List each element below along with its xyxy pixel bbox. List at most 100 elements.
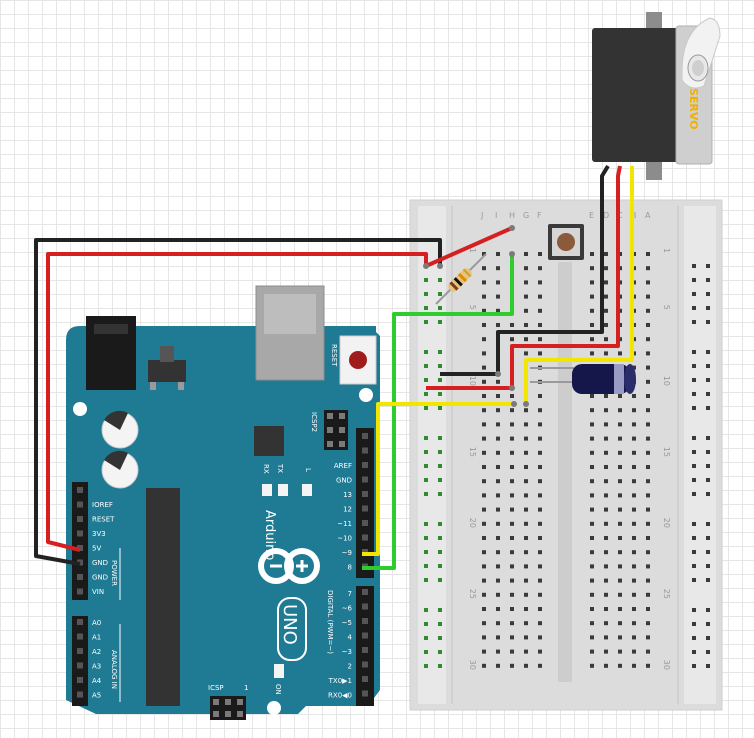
breadboard-hole [646, 365, 650, 370]
breadboard-hole [496, 578, 500, 583]
usb-controller-chip [254, 426, 284, 456]
pin-label: 8 [348, 564, 352, 572]
header-socket[interactable] [362, 462, 368, 468]
breadboard-hole [604, 252, 608, 256]
brand-name: Arduino [262, 510, 277, 560]
servo-label: SERVO [687, 88, 700, 130]
header-socket[interactable] [362, 476, 368, 483]
digital-label: DIGITAL (PWM=~) [326, 590, 334, 654]
header-socket[interactable] [77, 530, 83, 537]
header-socket[interactable] [77, 691, 83, 698]
rail-hole [706, 522, 710, 526]
breadboard-hole [524, 465, 528, 469]
rail-hole [424, 578, 428, 582]
header-socket[interactable] [362, 447, 368, 454]
header-socket[interactable] [362, 661, 368, 668]
icsp-pin [327, 413, 333, 419]
servo-motor: SERVO [592, 12, 721, 180]
rail-hole [424, 364, 428, 368]
pin-label: VIN [92, 588, 104, 596]
breadboard-hole [482, 550, 486, 555]
breadboard-hole [482, 479, 486, 484]
breadboard-hole [590, 422, 594, 427]
rail-hole [424, 306, 428, 310]
breadboard-hole [632, 578, 636, 583]
header-socket[interactable] [362, 676, 368, 682]
rail-hole [424, 492, 428, 496]
breadboard-power-rail-right [684, 206, 716, 704]
header-socket[interactable] [362, 632, 368, 639]
header-socket[interactable] [77, 487, 83, 493]
header-socket[interactable] [77, 648, 83, 654]
rail-hole [424, 378, 428, 382]
breadboard-hole [590, 621, 594, 626]
breadboard-hole [482, 323, 486, 327]
breadboard-hole [538, 649, 542, 654]
breadboard-hole [482, 266, 486, 271]
header-socket[interactable] [77, 633, 83, 640]
uno-badge: UNO [277, 597, 307, 661]
icsp-pin [225, 711, 231, 717]
rail-hole [692, 636, 696, 640]
breadboard-hole [524, 649, 528, 654]
header-socket[interactable] [362, 491, 368, 497]
breadboard-hole [510, 635, 514, 640]
breadboard-hole [604, 592, 608, 597]
header-socket[interactable] [362, 589, 368, 595]
header-socket[interactable] [77, 516, 83, 522]
breadboard-hole [604, 550, 608, 555]
breadboard-hole [604, 564, 608, 569]
header-socket[interactable] [362, 433, 368, 439]
header-socket[interactable] [77, 619, 83, 625]
rail-hole [438, 278, 442, 282]
breadboard-hole [590, 479, 594, 484]
breadboard-hole [604, 280, 608, 285]
pin-label: ~9 [342, 549, 352, 557]
breadboard-hole [538, 450, 542, 455]
breadboard-hole [496, 408, 500, 413]
header-socket[interactable] [77, 662, 83, 669]
header-socket[interactable] [77, 501, 83, 508]
rail-hole [692, 478, 696, 482]
breadboard-hole [524, 337, 528, 342]
breadboard-hole [496, 436, 500, 441]
breadboard-hole [604, 465, 608, 469]
header-socket[interactable] [362, 505, 368, 512]
header-socket[interactable] [77, 588, 83, 595]
header-socket[interactable] [362, 520, 368, 526]
rail-hole [692, 522, 696, 526]
pin-label: ~3 [342, 648, 352, 656]
header-socket[interactable] [77, 574, 83, 580]
breadboard-hole [524, 280, 528, 285]
icsp-pin [327, 441, 333, 447]
breadboard-hole [618, 521, 622, 526]
rail-hole [706, 292, 710, 296]
l-led [302, 484, 312, 496]
breadboard-hole [590, 351, 594, 356]
breadboard-hole [618, 607, 622, 611]
breadboard-hole [482, 379, 486, 384]
breadboard-hole [646, 280, 650, 285]
header-socket[interactable] [362, 647, 368, 653]
rail-hole [706, 392, 710, 396]
header-socket[interactable] [362, 690, 368, 697]
wire-pin8-green [362, 254, 514, 570]
breadboard-hole [538, 408, 542, 413]
header-socket[interactable] [362, 534, 368, 541]
header-socket[interactable] [77, 677, 83, 683]
breadboard-hole [510, 337, 514, 342]
rail-hole [692, 578, 696, 582]
icsp-pin1-label: 1 [244, 684, 248, 692]
reset-button-cap[interactable] [349, 351, 367, 369]
header-socket[interactable] [362, 618, 368, 624]
header-socket[interactable] [362, 603, 368, 610]
breadboard-hole [604, 479, 608, 484]
atmega-chip [146, 488, 180, 706]
digital-header-lower [356, 586, 374, 706]
breadboard-hole [524, 564, 528, 569]
mount-hole [267, 701, 281, 715]
breadboard-hole [590, 337, 594, 342]
breadboard-hole [538, 294, 542, 299]
pin-label: ~11 [337, 520, 352, 528]
rail-hole [438, 436, 442, 440]
